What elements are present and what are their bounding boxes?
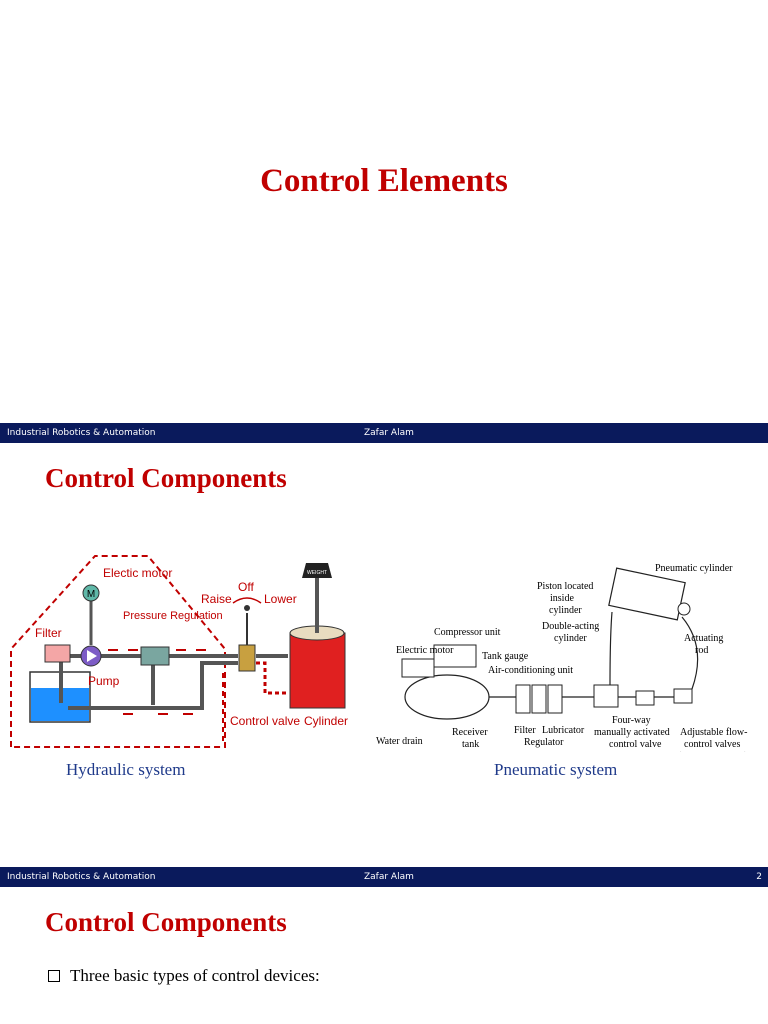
pump-unit-outline [10,555,226,748]
pn-lubricator: Lubricator [542,725,585,736]
label-off: Off [238,580,254,594]
footer-course: Industrial Robotics & Automation [7,428,156,438]
pn-pneumatic-cylinder: Pneumatic cylinder [655,563,733,574]
flow-valve-1 [635,690,655,706]
four-way-valve [593,684,619,708]
label-pressure-regulation: Pressure Regulation [123,610,223,622]
motor-icon [82,584,100,602]
pn-air-conditioning: Air-conditioning unit [488,665,573,676]
label-control-valve: Control valve [230,714,300,728]
footer-author: Zafar Alam [364,872,414,882]
slide-footer: Industrial Robotics & Automation Zafar A… [0,867,768,887]
slide-heading: Control Components [45,907,287,937]
footer-author: Zafar Alam [364,428,414,438]
flow-valve-2 [673,688,693,704]
slide-3: Control Components [0,887,768,1024]
control-valve [238,644,256,672]
electric-motor [401,658,435,678]
slide-2: Control Components M WEIGHT [0,443,768,867]
cylinder-line [256,661,288,695]
checkbox-bullet-icon [48,970,60,982]
pressure-regulator [140,646,170,666]
pn-tank-gauge: Tank gauge [482,651,529,662]
label-electic: Electic motor [103,566,172,580]
cylinder-body [289,632,346,709]
slide-heading: Control Components [45,463,287,493]
compressor-unit [433,644,477,668]
pneumatic-caption: Pneumatic system [494,760,618,779]
weight-icon [302,563,332,578]
bullet-text: Three basic types of control devices: [70,966,320,985]
footer-course: Industrial Robotics & Automation [7,872,156,882]
hydraulic-diagram: M WEIGHT Electic motor Filter Pump Press… [10,555,348,748]
regulator-unit [531,684,547,714]
filter [44,644,71,663]
slide-footer: Industrial Robotics & Automation Zafar A… [0,423,768,443]
weight-label: WEIGHT [307,570,327,576]
slide-title: Control Elements [260,163,508,199]
pn-electric-motor: Electric motor [396,645,454,656]
pn-compressor-unit: Compressor unit [434,627,501,638]
label-raise: Raise [201,592,232,606]
filter-unit [515,684,531,714]
bullet-item: Three basic types of control devices: [48,966,320,986]
return-pipe [68,661,238,710]
lubricator-unit [547,684,563,714]
pn-filter: Filter [514,725,536,736]
pn-regulator: Regulator [524,737,564,748]
label-cylinder: Cylinder [304,714,348,728]
slide-1: Control Elements [0,0,768,423]
motor-symbol: M [87,589,95,600]
label-lower: Lower [264,592,297,606]
receiver-tank [404,674,490,720]
pneumatic-cylinder [608,567,686,621]
label-filter: Filter [35,626,62,640]
footer-page: 2 [756,872,762,882]
label-pump: Pump [88,674,120,688]
pn-water-drain: Water drain [376,736,423,747]
hydraulic-caption: Hydraulic system [66,760,186,779]
pn-adjustable: Adjustable flow-control valves(one in ea… [678,727,748,752]
